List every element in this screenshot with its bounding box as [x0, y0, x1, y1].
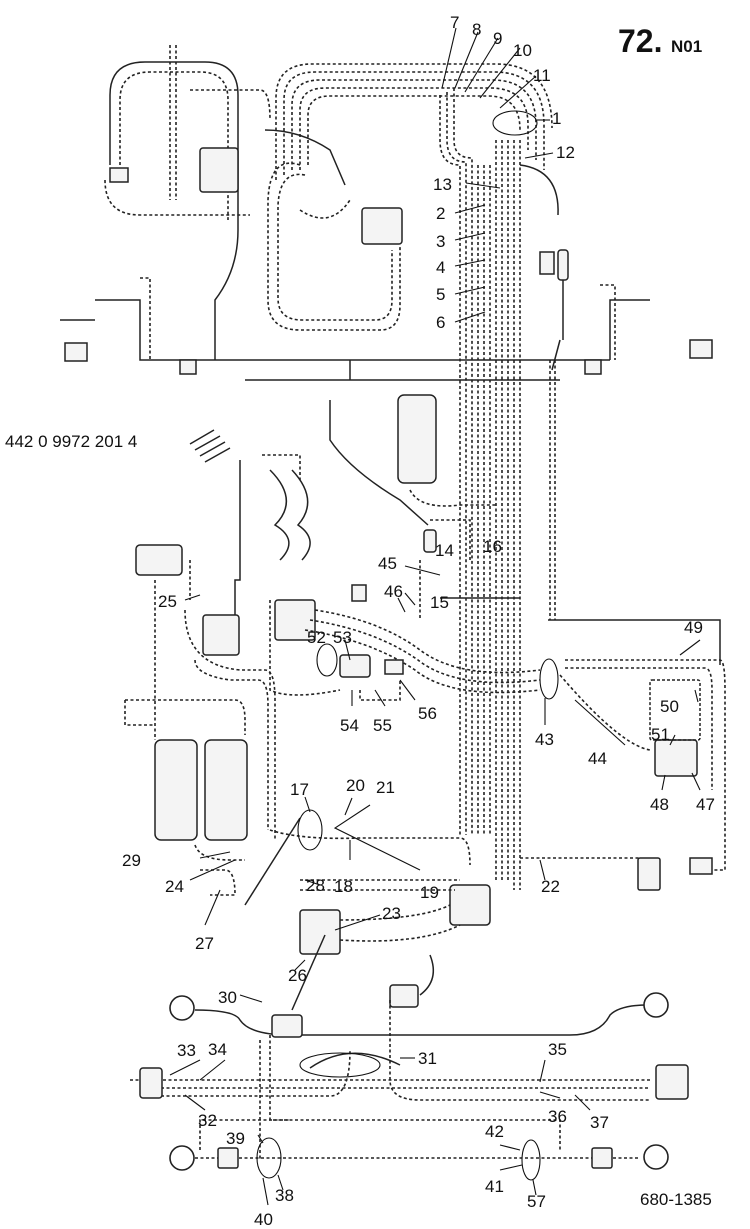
callout-18: 18	[334, 877, 353, 896]
callout-55: 55	[373, 716, 392, 735]
valve-area	[269, 584, 541, 701]
lower-middle	[269, 829, 491, 1011]
callout-43: 43	[535, 730, 554, 749]
top-right-components	[64, 164, 713, 375]
callout-25: 25	[158, 592, 177, 611]
callout-30: 30	[218, 988, 237, 1007]
callout-31: 31	[418, 1049, 437, 1068]
callout-11: 11	[533, 66, 551, 85]
callout-33: 33	[177, 1041, 196, 1060]
callout-13: 13	[433, 175, 452, 194]
callout-38: 38	[275, 1186, 294, 1205]
cross-line	[60, 277, 650, 620]
callout-17: 17	[290, 780, 309, 799]
callout-35: 35	[548, 1040, 567, 1059]
callout-23: 23	[382, 904, 401, 923]
left-middle-panel	[135, 454, 311, 840]
page-suffix: N01	[671, 37, 702, 56]
callout-27: 27	[195, 934, 214, 953]
axles	[130, 992, 689, 1171]
callout-16: 16	[483, 537, 502, 556]
callout-40: 40	[254, 1210, 273, 1229]
callout-19: 19	[420, 883, 439, 902]
callout-15: 15	[430, 593, 449, 612]
right-distribution	[520, 619, 726, 891]
page-number: 72.	[618, 23, 662, 59]
callout-20: 20	[346, 776, 365, 795]
callout-39: 39	[226, 1129, 245, 1148]
callout-5: 5	[436, 285, 445, 304]
callout-52: 52	[307, 628, 326, 647]
callout-8: 8	[472, 20, 481, 39]
callout-26: 26	[288, 966, 307, 985]
canisters	[124, 699, 301, 906]
main-harness-bundle	[439, 88, 521, 890]
callout-29: 29	[122, 851, 141, 870]
callout-4: 4	[436, 258, 445, 277]
part-number: 442 0 9972 201 4	[5, 432, 137, 451]
callout-28: 28	[306, 876, 325, 895]
callout-2: 2	[436, 204, 445, 223]
drawing-number: 680-1385	[640, 1190, 712, 1209]
callout-53: 53	[333, 628, 352, 647]
callout-6: 6	[436, 313, 445, 332]
callout-34: 34	[208, 1040, 227, 1059]
callout-42: 42	[485, 1122, 504, 1141]
callout-37: 37	[590, 1113, 609, 1132]
callout-10: 10	[513, 41, 532, 60]
callout-labels: 1 2 3 4 5 6 7 8 9 10 11 12 13 14 15 16 1…	[122, 13, 715, 1229]
callout-56: 56	[418, 704, 437, 723]
callout-36: 36	[548, 1107, 567, 1126]
callout-46: 46	[384, 582, 403, 601]
callout-51: 51	[651, 725, 670, 744]
leader-lines	[169, 27, 701, 1206]
callout-9: 9	[493, 29, 502, 48]
callout-45: 45	[378, 554, 397, 573]
callout-32: 32	[198, 1111, 217, 1130]
callout-41: 41	[485, 1177, 504, 1196]
callout-54: 54	[340, 716, 359, 735]
callout-49: 49	[684, 618, 703, 637]
callout-44: 44	[588, 749, 607, 768]
callout-3: 3	[436, 232, 445, 251]
callout-12: 12	[556, 143, 575, 162]
middle-section	[329, 394, 520, 620]
callout-21: 21	[376, 778, 395, 797]
callout-14: 14	[435, 541, 454, 560]
top-harness-loop	[275, 63, 553, 180]
callout-57: 57	[527, 1192, 546, 1211]
callout-24: 24	[165, 877, 184, 896]
callout-22: 22	[541, 877, 560, 896]
inner-loop	[264, 129, 401, 331]
callout-1: 1	[552, 109, 561, 128]
callout-48: 48	[650, 795, 669, 814]
ground-symbol	[189, 429, 231, 463]
upper-left-wiring	[104, 45, 271, 360]
callout-47: 47	[696, 795, 715, 814]
callout-7: 7	[450, 13, 459, 32]
callout-50: 50	[660, 697, 679, 716]
